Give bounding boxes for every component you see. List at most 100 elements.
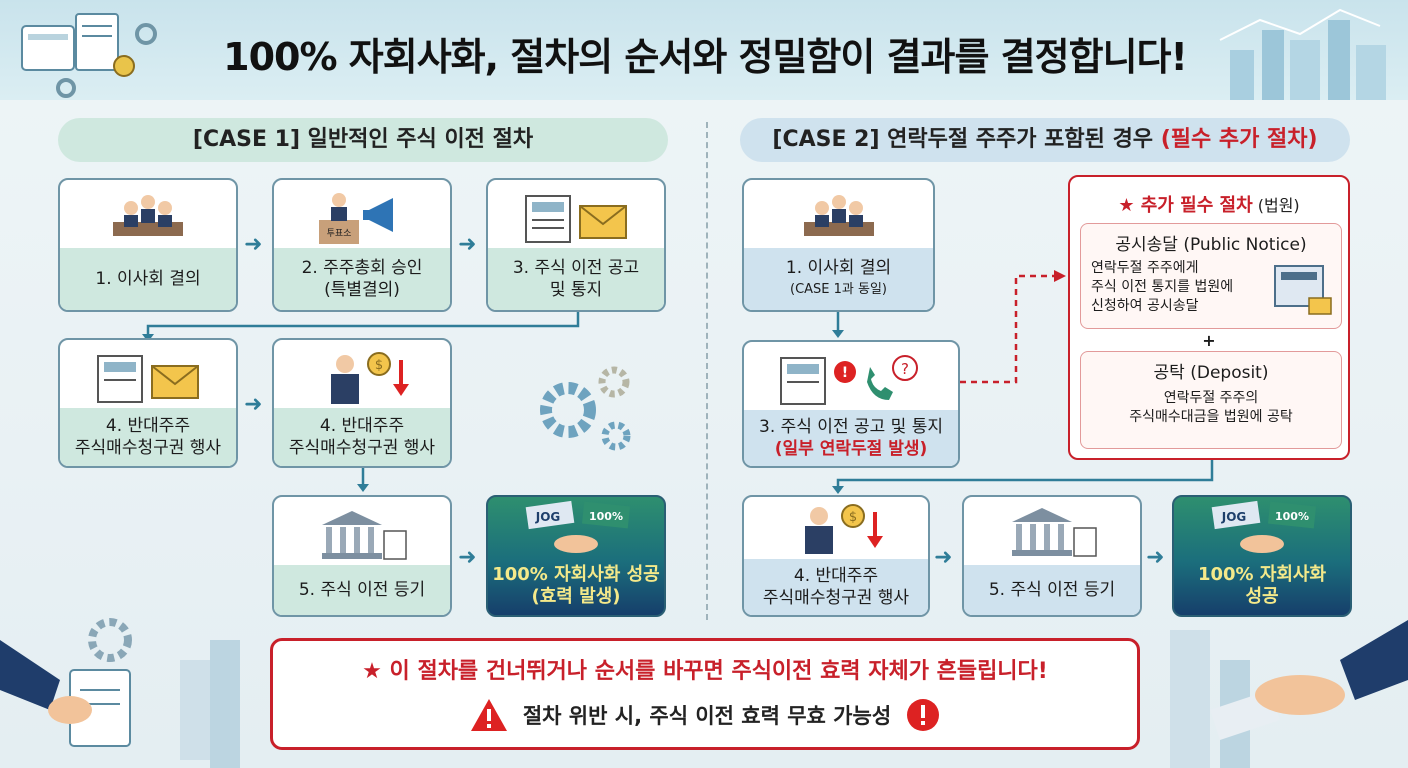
case1-step4b-line1: 4. 반대주주 <box>319 416 405 436</box>
newspaper-envelope-icon <box>488 180 664 252</box>
case2-success-line2: 성공 <box>1245 586 1279 607</box>
document-icon <box>21 13 157 98</box>
extra-procedure-title: ★ 추가 필수 절차 <box>1118 195 1253 216</box>
city-skyline-icon <box>1219 8 1386 100</box>
gears-icon <box>540 366 631 451</box>
case2-step1-line2: (CASE 1과 동일) <box>790 282 887 297</box>
case2-step-registration: 5. 주식 이전 등기 <box>962 495 1142 617</box>
meeting-icon <box>744 180 933 252</box>
case1-step-board-resolution: 1. 이사회 결의 <box>58 178 238 312</box>
meeting-icon <box>60 180 236 252</box>
dashed-connector-arrow <box>960 270 1066 384</box>
warning-line2-row: 절차 위반 시, 주식 이전 효력 무효 가능성 <box>273 697 1137 733</box>
case2-title: [CASE 2] 연락두절 주주가 포함된 경우 (필수 추가 절차) <box>740 118 1350 162</box>
case2-success-label: 100% 자회사화 성공 <box>1174 557 1350 615</box>
case1-step2-line1: 2. 주주총회 승인 <box>301 258 423 278</box>
case1-success-line2: (효력 발생) <box>531 586 621 607</box>
case2-step-success: JOG 100% 100% 자회사화 성공 <box>1172 495 1352 617</box>
case2-step-board-resolution: 1. 이사회 결의 (CASE 1과 동일) <box>742 178 935 312</box>
arrow-down-icon <box>832 312 844 338</box>
case1-title: [CASE 1] 일반적인 주식 이전 절차 <box>58 118 668 162</box>
warning-triangle-icon <box>470 699 507 731</box>
column-divider <box>706 122 708 620</box>
case1-step4a-line1: 4. 반대주주 <box>105 416 191 436</box>
case2-success-line1: 100% 자회사화 <box>1197 564 1327 585</box>
arrow-right-icon: ➜ <box>458 545 477 570</box>
flag-right-label: 100% <box>589 510 623 523</box>
extra-procedure-heading: ★ 추가 필수 절차 (법원) <box>1070 191 1348 217</box>
warning-line2: 절차 위반 시, 주식 이전 효력 무효 가능성 <box>522 704 892 728</box>
person-money-icon: $ <box>274 340 450 412</box>
extra-required-procedure-panel: ★ 추가 필수 절차 (법원) 공시송달 (Public Notice) 연락두… <box>1068 175 1350 460</box>
case2-step4-label: 4. 반대주주 주식매수청구권 행사 <box>744 559 928 615</box>
flag-left-label: JOG <box>1221 510 1247 524</box>
case2-step4-line2: 주식매수청구권 행사 <box>762 588 910 608</box>
case2-step-appraisal-right: $ 4. 반대주주 주식매수청구권 행사 <box>742 495 930 617</box>
newspaper-envelope-icon <box>60 340 236 412</box>
public-notice-line1: 연락두절 주주에게 <box>1091 260 1199 276</box>
vote-badge: 투표소 <box>327 228 352 239</box>
svg-text:?: ? <box>901 360 909 378</box>
case2-step3-line2: (일부 연락두절 발생) <box>774 439 928 459</box>
case2-title-main: [CASE 2] 연락두절 주주가 포함된 경우 <box>772 127 1161 152</box>
case2-step5-label: 5. 주식 이전 등기 <box>964 565 1140 615</box>
public-notice-title: 공시송달 (Public Notice) <box>1115 235 1307 255</box>
case2-step3-label: 3. 주식 이전 공고 및 통지 (일부 연락두절 발생) <box>744 410 958 466</box>
deposit-line2: 주식매수대금을 법원에 공탁 <box>1129 409 1293 425</box>
arrow-down-icon <box>357 468 369 492</box>
plus-sign: + <box>1202 331 1216 350</box>
case2-step1-label: 1. 이사회 결의 (CASE 1과 동일) <box>744 248 933 310</box>
newspaper-phone-icon: !? <box>744 342 958 414</box>
public-notice-line3: 신청하여 공시송달 <box>1091 298 1199 314</box>
case1-step5-label: 5. 주식 이전 등기 <box>274 565 450 615</box>
exclamation-circle-icon <box>907 699 940 731</box>
case1-step-appraisal-right-a: 4. 반대주주 주식매수청구권 행사 <box>58 338 238 468</box>
case1-step-shareholder-approval: 투표소 2. 주주총회 승인 (특별결의) <box>272 178 452 312</box>
hand-document-illustration <box>0 618 240 768</box>
handshake-illustration <box>1170 620 1408 768</box>
person-money-icon: $ <box>744 497 928 559</box>
case2-step4-line1: 4. 반대주주 <box>793 566 879 586</box>
flags-handshake-icon: JOG 100% <box>1174 497 1350 559</box>
case1-success-line1: 100% 자회사화 성공 <box>492 564 660 585</box>
connector-elbow-arrow <box>832 460 1214 494</box>
case1-step-registration: 5. 주식 이전 등기 <box>272 495 452 617</box>
case1-step-appraisal-right-b: $ 4. 반대주주 주식매수청구권 행사 <box>272 338 452 468</box>
case2-step1-line1: 1. 이사회 결의 <box>785 258 892 278</box>
case1-success-label: 100% 자회사화 성공 (효력 발생) <box>488 557 664 615</box>
podium-megaphone-icon: 투표소 <box>274 180 450 252</box>
case2-step-notice: !? 3. 주식 이전 공고 및 통지 (일부 연락두절 발생) <box>742 340 960 468</box>
svg-text:!: ! <box>842 365 848 381</box>
case1-step3-line1: 3. 주식 이전 공고 <box>512 258 640 278</box>
flags-handshake-icon: JOG 100% <box>488 497 664 559</box>
case1-step1-text: 1. 이사회 결의 <box>95 269 201 289</box>
public-notice-line2: 주식 이전 통지를 법원에 <box>1091 279 1234 295</box>
case1-step5-text: 5. 주식 이전 등기 <box>298 580 426 600</box>
page-title: 100% 자회사화, 절차의 순서와 정밀함이 결과를 결정합니다! <box>223 35 1188 79</box>
warning-box: ★ 이 절차를 건너뛰거나 순서를 바꾸면 주식이전 효력 자체가 흔들립니다!… <box>270 638 1140 750</box>
arrow-right-icon: ➜ <box>244 232 263 257</box>
case2-title-red: (필수 추가 절차) <box>1160 127 1318 152</box>
bank-document-icon <box>964 497 1140 563</box>
case2-step5-text: 5. 주식 이전 등기 <box>988 580 1116 600</box>
case1-step4b-label: 4. 반대주주 주식매수청구권 행사 <box>274 408 450 466</box>
case1-step1-label: 1. 이사회 결의 <box>60 248 236 310</box>
flag-left-label: JOG <box>535 510 561 524</box>
case1-step-notice: 3. 주식 이전 공고 및 통지 <box>486 178 666 312</box>
case1-step4a-label: 4. 반대주주 주식매수청구권 행사 <box>60 408 236 466</box>
flag-right-label: 100% <box>1275 510 1309 523</box>
svg-text:$: $ <box>375 358 383 373</box>
svg-text:$: $ <box>849 510 857 525</box>
case1-step2-line2: (특별결의) <box>324 280 400 300</box>
case2-step3-line1: 3. 주식 이전 공고 및 통지 <box>759 417 943 437</box>
deposit-line1: 연락두절 주주의 <box>1163 390 1259 406</box>
case1-step2-label: 2. 주주총회 승인 (특별결의) <box>274 248 450 310</box>
deposit-box: 공탁 (Deposit) 연락두절 주주의 주식매수대금을 법원에 공탁 <box>1080 351 1342 449</box>
notice-board-icon <box>1274 265 1332 315</box>
warning-line1: ★ 이 절차를 건너뛰거나 순서를 바꾸면 주식이전 효력 자체가 흔들립니다! <box>362 659 1048 684</box>
header-banner <box>0 0 1408 100</box>
case1-step3-label: 3. 주식 이전 공고 및 통지 <box>488 248 664 310</box>
deposit-title: 공탁 (Deposit) <box>1153 363 1269 383</box>
case1-step-success: JOG 100% 100% 자회사화 성공 (효력 발생) <box>486 495 666 617</box>
arrow-right-icon: ➜ <box>244 392 263 417</box>
